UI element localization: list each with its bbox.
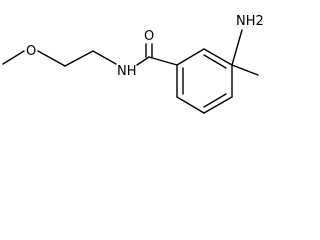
bond-methyl-o — [2, 50, 25, 65]
ring-bond-c5-c6 — [176, 96, 205, 114]
bond-ch2-ch2 — [64, 50, 94, 67]
atom-amino-group: NH2 — [236, 14, 264, 29]
bond-ch2-n — [92, 50, 117, 65]
ring-inner-bond-2 — [203, 93, 227, 108]
structure-diagram: O NH O NH2 — [2, 14, 264, 114]
ring-bond-c4-c5 — [203, 96, 233, 114]
bond-o-ch2 — [37, 50, 66, 67]
atom-amide-nitrogen: NH — [117, 64, 137, 79]
atom-methoxy-oxygen: O — [26, 44, 36, 59]
bond-ring-methyl — [231, 64, 259, 76]
atom-carbonyl-oxygen: O — [144, 29, 154, 44]
ring-bond-c1-c2 — [176, 48, 205, 66]
ring-inner-bond-1 — [203, 54, 227, 69]
bond-carbonyl-ring — [148, 56, 178, 66]
bond-ring-amino — [231, 29, 243, 66]
ring-bond-c2-c3 — [203, 48, 233, 66]
bond-n-carbonyl — [136, 56, 150, 66]
